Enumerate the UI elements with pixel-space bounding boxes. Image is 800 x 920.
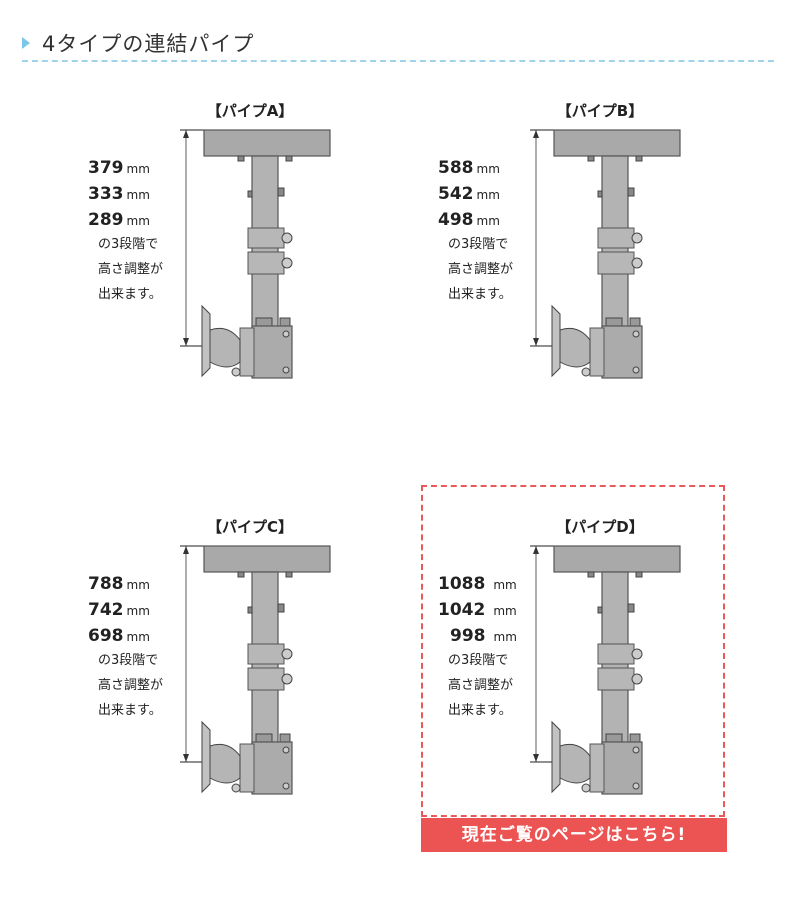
height-unit: mm [493, 630, 517, 644]
dashed-divider [22, 60, 774, 62]
pipe-illustration [180, 129, 331, 379]
height-number: 742 [88, 600, 124, 620]
note-line: 出来ます。 [448, 703, 512, 718]
height-number: 788 [88, 574, 124, 594]
height-unit: mm [126, 630, 150, 644]
pipe-illustration [530, 129, 681, 379]
height-number: 498 [438, 210, 474, 230]
note-line: 高さ調整が [98, 262, 164, 277]
note-line: の3段階で [98, 237, 159, 252]
height-unit: mm [476, 162, 500, 176]
note-line: の3段階で [448, 653, 509, 668]
note-line: 高さ調整が [448, 262, 514, 277]
adjust-note: の3段階で高さ調整が出来ます。 [98, 648, 188, 723]
height-value: 1088 mm [438, 572, 528, 598]
note-line: の3段階で [98, 653, 159, 668]
current-page-button[interactable]: 現在ご覧のページはこちら! [421, 818, 727, 852]
height-unit: mm [126, 578, 150, 592]
height-unit: mm [126, 604, 150, 618]
note-line: 高さ調整が [448, 678, 514, 693]
note-line: 出来ます。 [98, 287, 162, 302]
height-unit: mm [126, 162, 150, 176]
triangle-bullet-icon [22, 37, 30, 49]
pipe-title: 【パイプA】 [206, 102, 294, 120]
height-number: 998 [450, 626, 486, 646]
note-line: 出来ます。 [448, 287, 512, 302]
current-selection-frame [421, 485, 725, 817]
height-unit: mm [493, 604, 517, 618]
adjust-note: の3段階で高さ調整が出来ます。 [448, 648, 538, 723]
note-line: 高さ調整が [98, 678, 164, 693]
height-number: 588 [438, 158, 474, 178]
height-number: 379 [88, 158, 124, 178]
height-number: 289 [88, 210, 124, 230]
height-number: 698 [88, 626, 124, 646]
height-unit: mm [476, 214, 500, 228]
note-line: の3段階で [448, 237, 509, 252]
section-title: 4タイプの連結パイプ [42, 32, 255, 56]
pipe-illustration [180, 545, 331, 795]
height-number: 1088 [438, 574, 486, 594]
height-number: 542 [438, 184, 474, 204]
section-header: 4タイプの連結パイプ [22, 28, 254, 58]
note-line: 出来ます。 [98, 703, 162, 718]
height-value: 998 mm [438, 624, 528, 650]
pipe-panel: 【パイプD】 1088 mm 1042 mm 998 mm の3段階で高さ調整が出来ます。 [438, 516, 750, 846]
pipe-title: 【パイプC】 [206, 518, 293, 536]
height-unit: mm [493, 578, 517, 592]
height-value: 1042 mm [438, 598, 528, 624]
pipe-title: 【パイプD】 [556, 518, 644, 536]
height-list: 1088 mm 1042 mm 998 mm [438, 572, 528, 650]
adjust-note: の3段階で高さ調整が出来ます。 [98, 232, 188, 307]
pipe-illustration [530, 545, 681, 795]
height-unit: mm [476, 188, 500, 202]
pipe-title: 【パイプB】 [556, 102, 644, 120]
height-number: 1042 [438, 600, 486, 620]
adjust-note: の3段階で高さ調整が出来ます。 [448, 232, 538, 307]
height-unit: mm [126, 214, 150, 228]
height-unit: mm [126, 188, 150, 202]
height-number: 333 [88, 184, 124, 204]
